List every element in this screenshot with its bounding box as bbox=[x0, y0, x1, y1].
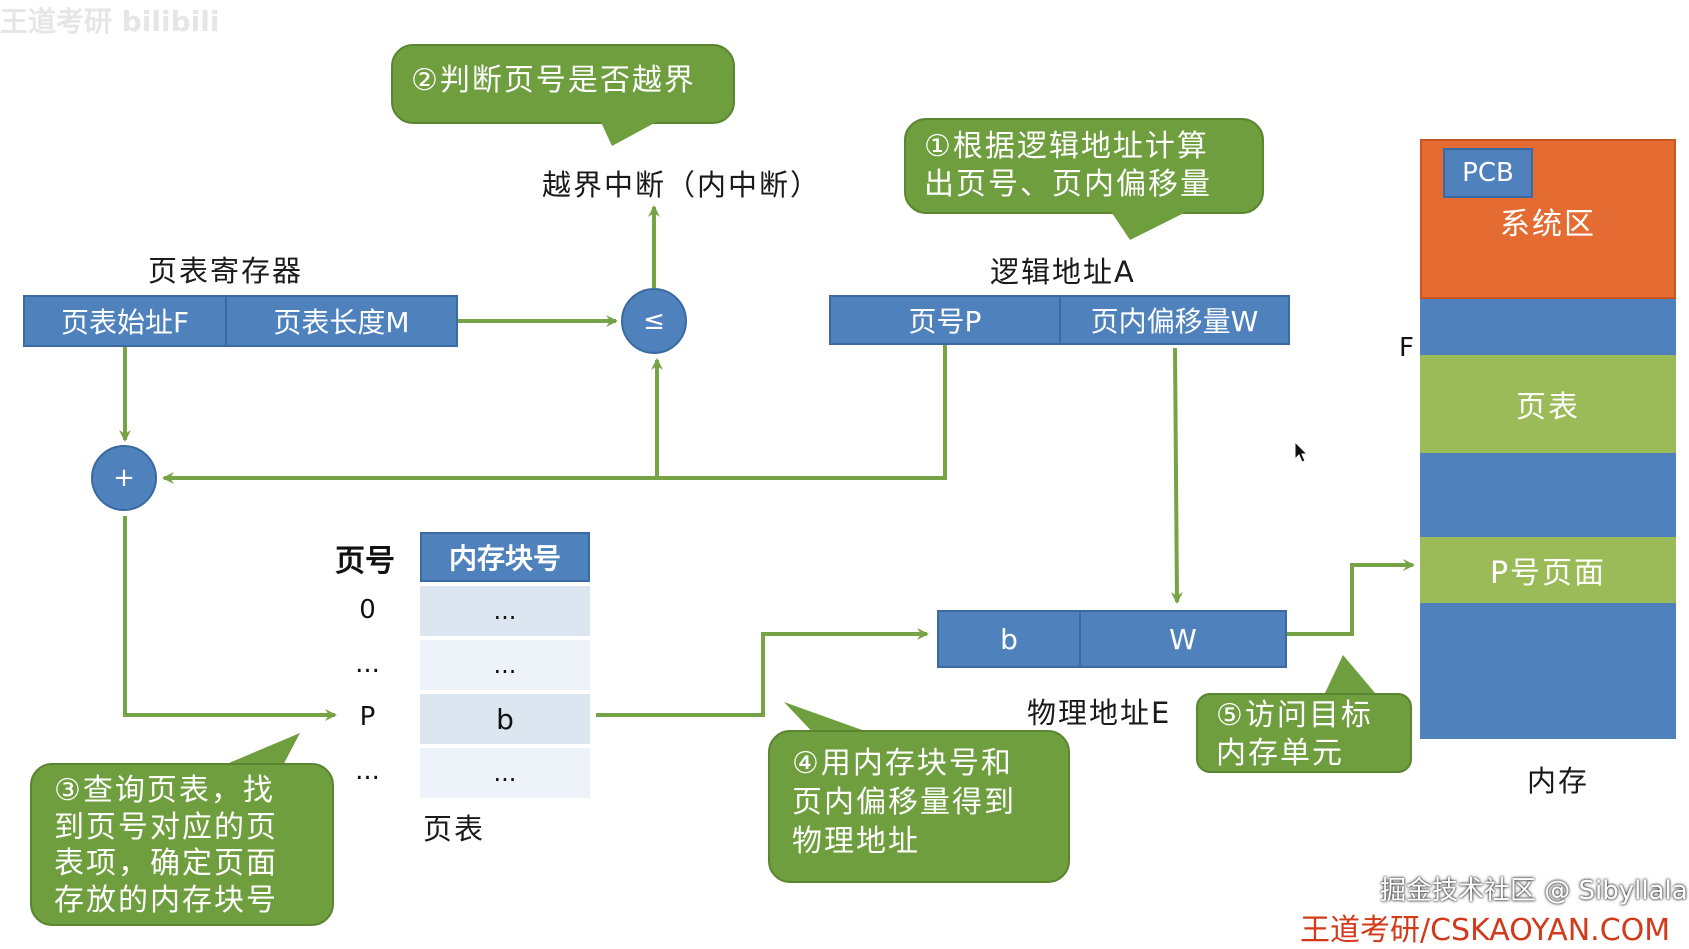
memory-p-page-label: P号页面 bbox=[1489, 556, 1607, 591]
out-of-bounds-interrupt: 越界中断（内中断） bbox=[542, 168, 822, 202]
page-table-page-cell: 0 bbox=[359, 595, 376, 625]
top-watermark: 王道考研 bilibili bbox=[0, 5, 220, 38]
callout-check-bounds-tail bbox=[600, 120, 660, 146]
compare-operator: ≤ bbox=[621, 288, 687, 354]
page-table-caption: 页表 bbox=[423, 812, 486, 846]
physical-page-offset: W bbox=[1079, 610, 1287, 668]
connector-arrows bbox=[119, 205, 1415, 721]
page-table-col-page-no: 页号 bbox=[335, 544, 395, 579]
callout-access-memory: ⑤访问目标 内存单元 bbox=[1196, 693, 1412, 773]
memory-blank-segment bbox=[1420, 299, 1676, 355]
memory-pcb: PCB bbox=[1443, 148, 1533, 198]
memory-blank-segment bbox=[1420, 453, 1676, 537]
page-table-start-address: 页表始址F bbox=[23, 295, 227, 347]
page-table-length: 页表长度M bbox=[225, 295, 458, 347]
page-table-block-cell: ... bbox=[420, 748, 590, 798]
add-operator: + bbox=[91, 445, 157, 511]
logical-page-number: 页号P bbox=[829, 295, 1061, 345]
mouse-cursor-icon bbox=[1294, 441, 1309, 463]
memory-p-page: P号页面 bbox=[1420, 537, 1676, 603]
physical-address-caption: 物理地址E bbox=[1027, 696, 1172, 730]
callout-compute-page-tail bbox=[1110, 210, 1190, 240]
callout-check-bounds: ②判断页号是否越界 bbox=[391, 44, 735, 124]
page-table-page-cell: P bbox=[359, 702, 376, 732]
page-table-block-cell: ... bbox=[420, 586, 590, 636]
memory-system-area-label: 系统区 bbox=[1500, 207, 1596, 242]
memory-page-table-label: 页表 bbox=[1516, 390, 1580, 425]
physical-block-number: b bbox=[937, 610, 1081, 668]
page-table-block-cell: b bbox=[420, 694, 590, 744]
callout-physical-address: ④用内存块号和 页内偏移量得到 物理地址 bbox=[768, 730, 1070, 883]
memory-page-table: 页表 bbox=[1420, 355, 1676, 453]
community-watermark: 掘金技术社区 @ Sibyllala bbox=[1380, 876, 1688, 906]
page-table-page-cell: ... bbox=[355, 756, 380, 786]
callout-query-table: ③查询页表，找 到页号对应的页 表项，确定页面 存放的内存块号 bbox=[30, 763, 334, 926]
page-table-register-title: 页表寄存器 bbox=[148, 254, 304, 288]
memory-f-marker: F bbox=[1399, 333, 1414, 363]
callout-compute-page: ①根据逻辑地址计算 出页号、页内偏移量 bbox=[904, 118, 1264, 214]
logical-page-offset: 页内偏移量W bbox=[1059, 295, 1290, 345]
callout-query-table-tail bbox=[210, 733, 300, 771]
callout-access-memory-tail bbox=[1325, 655, 1375, 693]
site-watermark: 王道考研/CSKAOYAN.COM bbox=[1300, 913, 1671, 948]
logical-address-title: 逻辑地址A bbox=[990, 255, 1136, 289]
page-table-page-cell: ... bbox=[355, 649, 380, 679]
page-table-block-cell: ... bbox=[420, 640, 590, 690]
memory-caption: 内存 bbox=[1527, 764, 1590, 798]
page-table-col-block-no: 内存块号 bbox=[420, 532, 590, 582]
memory-blank-segment bbox=[1420, 603, 1676, 739]
